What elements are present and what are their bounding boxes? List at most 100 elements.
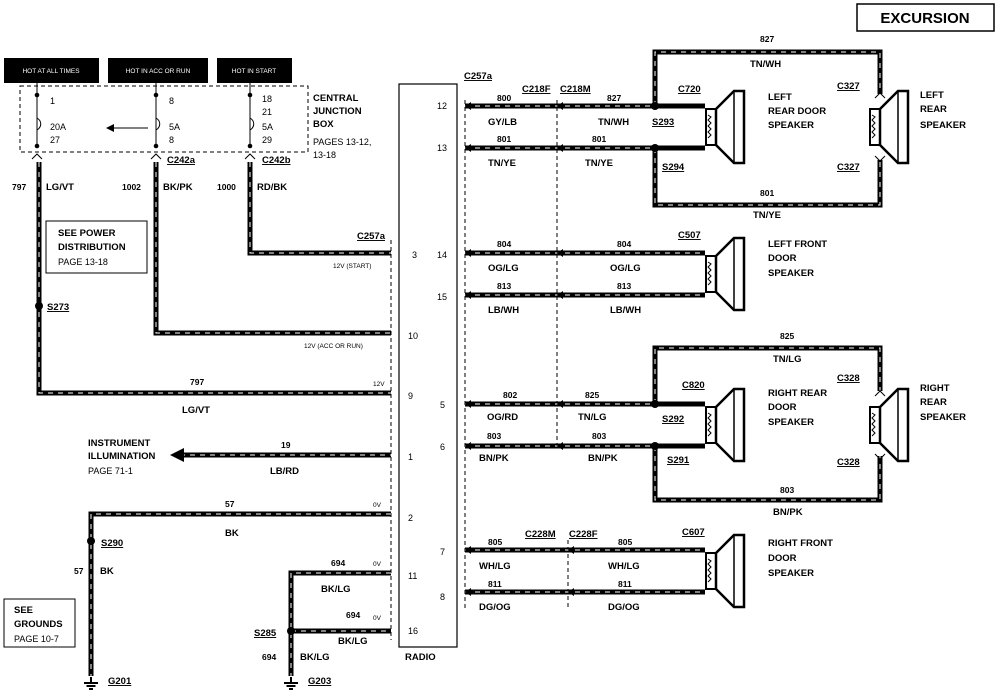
header-hot-acc (108, 58, 208, 83)
left-rear-speaker-icon (868, 89, 910, 165)
note-0v-1: 0V (373, 502, 382, 509)
spk-rrd-1: RIGHT REAR (768, 388, 827, 399)
right-front-door-speaker-icon (704, 533, 746, 609)
connector-c328-bot: C328 (837, 457, 860, 468)
wire-811b-num: 811 (618, 579, 632, 589)
wire-813b-num: 813 (617, 281, 631, 291)
ground-g203: G203 (308, 676, 331, 687)
fuse2-bot: 8 (169, 135, 174, 145)
wire-825-num: 825 (585, 390, 599, 400)
spk-lfd-3: SPEAKER (768, 268, 814, 279)
wire-1000-num: 1000 (217, 182, 236, 192)
page-title: EXCURSION (880, 10, 969, 27)
connector-c257a-left: C257a (357, 231, 386, 242)
splice-s291: S291 (667, 455, 690, 466)
spk-rrd-2: DOOR (768, 402, 797, 413)
radio-label: RADIO (405, 652, 436, 663)
wire-803bot-num: 803 (780, 485, 794, 495)
splice-s292: S292 (662, 414, 684, 425)
radio-pin-2: 2 (408, 513, 413, 523)
wire-1002-num: 1002 (122, 182, 141, 192)
fuse2-amp: 5A (169, 122, 180, 132)
radio-pin-10: 10 (408, 331, 418, 341)
wire-825top-color: TN/LG (773, 354, 802, 365)
wire-805a-color: WH/LG (479, 561, 511, 572)
wire-694a-num: 694 (331, 558, 345, 568)
note-12v: 12V (373, 381, 385, 388)
spk-lfd-2: DOOR (768, 253, 797, 264)
connector-c507: C507 (678, 230, 701, 241)
power-dist-2: DISTRIBUTION (58, 242, 126, 253)
wire-827a-color: TN/WH (598, 117, 629, 128)
ground-g201: G201 (108, 676, 132, 687)
connector-c327-top: C327 (837, 81, 860, 92)
left-wiring: SEE POWER DISTRIBUTION PAGE 13-18 SEE GR… (3, 162, 392, 690)
wire-804b-num: 804 (617, 239, 631, 249)
splice-s273: S273 (47, 302, 69, 313)
power-dist-3: PAGE 13-18 (58, 257, 108, 267)
wire-804a-color: OG/LG (488, 263, 519, 274)
note-0v-3: 0V (373, 615, 382, 622)
connector-c328-top: C328 (837, 373, 860, 384)
spk-rfd-1: RIGHT FRONT (768, 538, 833, 549)
radio-pin-16: 16 (408, 626, 418, 636)
grounds-2: GROUNDS (14, 619, 63, 630)
wire-694c-color: BK/LG (300, 652, 330, 663)
radio-pin-12: 12 (437, 101, 447, 111)
connector-c228f: C228F (569, 529, 598, 540)
radio-pin-13: 13 (437, 143, 447, 153)
radio-pin-15: 15 (437, 292, 447, 302)
instrument-3: PAGE 71-1 (88, 466, 133, 476)
fuse1-bot: 27 (50, 135, 60, 145)
spk-lrd-2: REAR DOOR (768, 106, 826, 117)
wire-800-num: 800 (497, 93, 511, 103)
cjb-label-2: JUNCTION (313, 106, 362, 117)
radio-pin-3: 3 (412, 250, 417, 260)
wire-694c-num: 694 (262, 652, 276, 662)
fuse3-top: 18 (262, 94, 272, 104)
fuse1-amp: 20A (50, 122, 66, 132)
grounds-1: SEE (14, 605, 33, 616)
radio-pin-7: 7 (440, 547, 445, 557)
wire-825top-num: 825 (780, 331, 794, 341)
cjb-pages-2: 13-18 (313, 150, 336, 160)
header-hot-acc-text: HOT IN ACC OR RUN (126, 68, 191, 75)
wire-804a-num: 804 (497, 239, 511, 249)
radio-pin-6: 6 (440, 442, 445, 452)
wire-1002-color: BK/PK (163, 182, 193, 193)
wire-57b-num: 57 (74, 566, 84, 576)
connector-c218m: C218M (560, 84, 591, 95)
central-junction-box: 1 20A 27 8 5A 8 18 21 5A 29 CENTRAL JUNC… (19, 83, 371, 166)
spk-rr-2: REAR (920, 397, 947, 408)
radio-unit: RADIO 3 10 9 1 2 11 16 12 13 14 15 5 6 7… (398, 83, 458, 663)
cjb-label-1: CENTRAL (313, 93, 359, 104)
note-12v-acc: 12V (ACC OR RUN) (304, 343, 363, 350)
title-box: EXCURSION (856, 3, 995, 32)
wire-694b-color: BK/LG (338, 636, 368, 647)
fuse3-amp: 5A (262, 122, 273, 132)
wire-827a-num: 827 (607, 93, 621, 103)
wire-801a-num: 801 (497, 134, 511, 144)
wire-801bot-color: TN/YE (753, 210, 781, 221)
wire-805a-num: 805 (488, 537, 502, 547)
wire-825-color: TN/LG (578, 412, 607, 423)
connector-c720: C720 (678, 84, 701, 95)
fuse1-top: 1 (50, 96, 55, 106)
wire-801bot-num: 801 (760, 188, 774, 198)
cjb-pages-1: PAGES 13-12, (313, 137, 371, 147)
wire-797b-num: 797 (190, 377, 204, 387)
spk-lr-2: REAR (920, 104, 947, 115)
wire-813a-color: LB/WH (488, 305, 519, 316)
wire-805b-num: 805 (618, 537, 632, 547)
spk-rfd-3: SPEAKER (768, 568, 814, 579)
spk-rrd-3: SPEAKER (768, 417, 814, 428)
fuse2-top: 8 (169, 96, 174, 106)
header-hot-start (217, 58, 292, 83)
wire-797-num: 797 (12, 182, 26, 192)
spk-rr-3: SPEAKER (920, 412, 966, 423)
connector-c327-bot: C327 (837, 162, 860, 173)
note-12v-start: 12V (START) (333, 263, 371, 270)
right-labels: C257a C218F C218M 800 GY/LB 827 TN/WH 80… (464, 34, 860, 613)
connector-c257a-right: C257a (464, 71, 493, 82)
